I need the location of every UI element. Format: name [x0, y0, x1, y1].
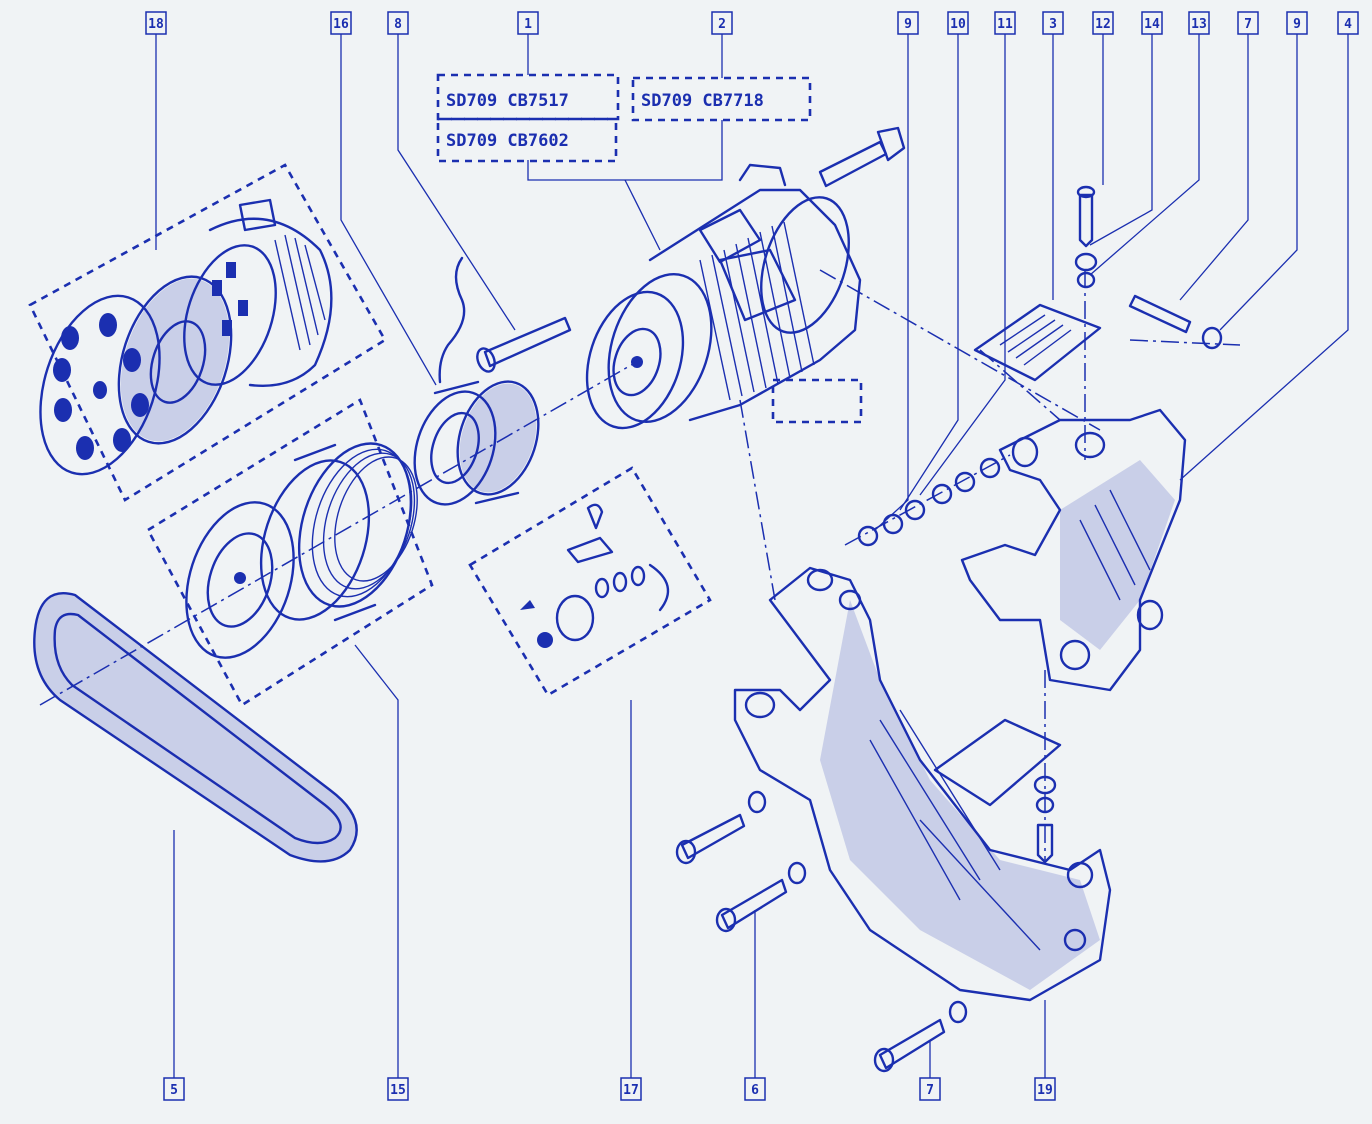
callout-1: 1: [517, 11, 539, 35]
gasket-plate-lower: [933, 718, 1062, 807]
bearing-ring: [413, 256, 540, 506]
callout-18: 18: [145, 11, 167, 35]
reference-code-1: SD709 CB7517: [446, 91, 569, 111]
compressor-top-bolt: [818, 126, 906, 188]
svg-text:11: 11: [997, 17, 1013, 32]
svg-text:14: 14: [1144, 17, 1160, 32]
callout-19: 19: [1034, 1077, 1056, 1101]
reference-codes: SD709 CB7517 SD709 CB7718 SD709 CB7602: [436, 73, 812, 163]
callout-16: 16: [330, 11, 352, 35]
callout-15: 15: [387, 1077, 409, 1101]
small-parts-kit: [468, 466, 712, 697]
svg-text:6: 6: [751, 1083, 759, 1098]
callout-14: 14: [1141, 11, 1163, 35]
callout-7-top: 7: [1237, 11, 1259, 35]
compressor: [585, 163, 863, 430]
drive-belt: [33, 592, 358, 863]
upper-hardware: [857, 185, 1223, 547]
svg-text:1: 1: [524, 17, 532, 32]
callout-10: 10: [947, 11, 969, 35]
gasket-plate-upper: [973, 303, 1102, 382]
lower-hardware: [675, 775, 1057, 1073]
svg-text:9: 9: [904, 17, 912, 32]
callout-numbers: 18 16 8 1 2 9 10 11 3 12 14 13 7 9 4 5 1…: [145, 11, 1359, 1101]
svg-text:10: 10: [950, 17, 966, 32]
svg-text:18: 18: [148, 17, 164, 32]
main-bracket: [733, 566, 1112, 1002]
callout-3: 3: [1042, 11, 1064, 35]
svg-text:3: 3: [1049, 17, 1057, 32]
svg-text:19: 19: [1037, 1083, 1053, 1098]
svg-text:4: 4: [1344, 17, 1352, 32]
svg-text:7: 7: [926, 1083, 934, 1098]
svg-text:5: 5: [170, 1083, 178, 1098]
svg-text:8: 8: [394, 17, 402, 32]
svg-text:13: 13: [1191, 17, 1207, 32]
callout-8: 8: [387, 11, 409, 35]
svg-text:2: 2: [718, 17, 726, 32]
upper-bracket: [960, 408, 1187, 692]
callout-11: 11: [994, 11, 1016, 35]
axis-lines: [39, 269, 1241, 860]
svg-text:17: 17: [623, 1083, 639, 1098]
callout-9-right: 9: [1286, 11, 1308, 35]
callout-12: 12: [1092, 11, 1114, 35]
callout-4: 4: [1337, 11, 1359, 35]
callout-17: 17: [620, 1077, 642, 1101]
reference-code-2: SD709 CB7718: [641, 91, 764, 111]
callout-2: 2: [711, 11, 733, 35]
reference-code-3: SD709 CB7602: [446, 131, 569, 151]
svg-text:15: 15: [390, 1083, 406, 1098]
svg-text:9: 9: [1293, 17, 1301, 32]
clutch-kit-group: [28, 163, 387, 502]
svg-text:12: 12: [1095, 17, 1111, 32]
callout-5: 5: [163, 1077, 185, 1101]
leader-lines: [155, 34, 1349, 1078]
svg-text:16: 16: [333, 17, 349, 32]
long-bolt: [476, 316, 572, 373]
callout-7-bottom: 7: [919, 1077, 941, 1101]
pulley-group: [146, 398, 434, 707]
callout-9-top: 9: [897, 11, 919, 35]
svg-text:7: 7: [1244, 17, 1252, 32]
callout-13: 13: [1188, 11, 1210, 35]
callout-6: 6: [744, 1077, 766, 1101]
